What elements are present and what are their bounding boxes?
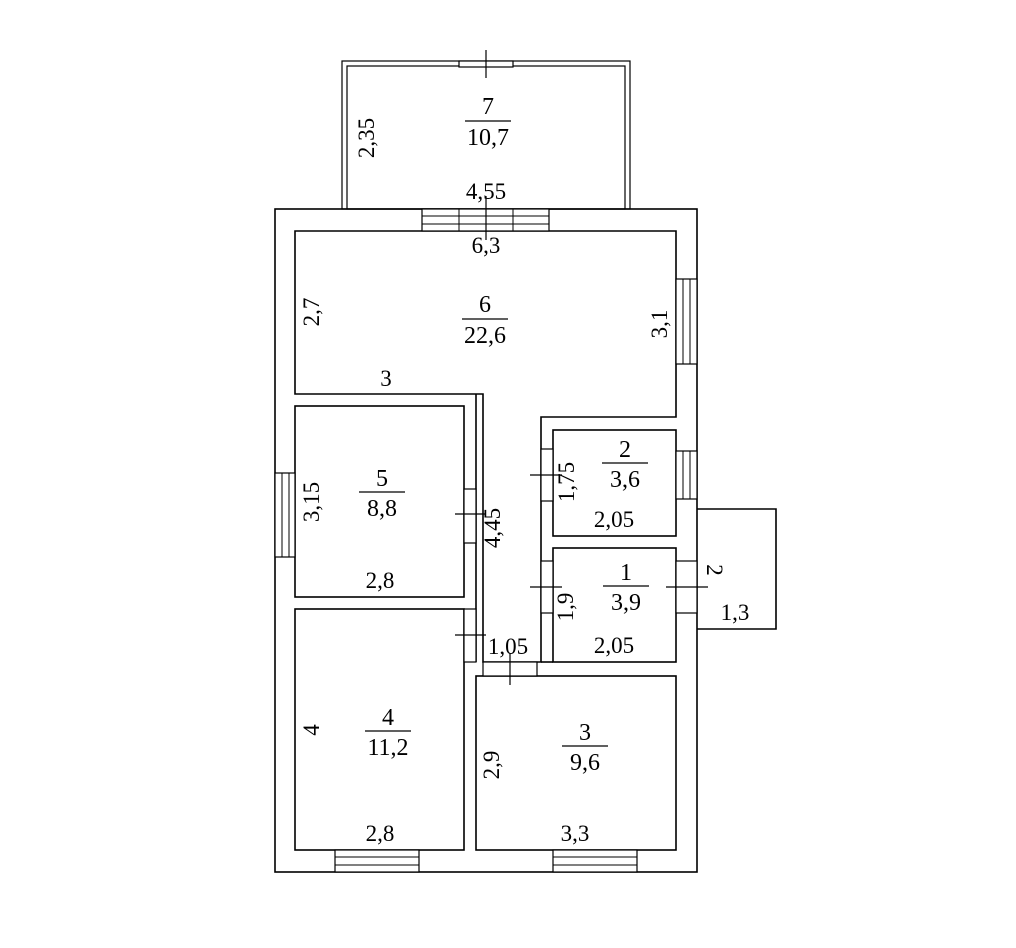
dimension-labels: 2,35 4,55 6,3 2,7 3,1 3 3,15 2,8 4,45 1,… [299, 118, 749, 846]
room-number: 1 [620, 560, 632, 586]
dim-room6-step: 3 [380, 366, 392, 391]
room-1-label: 1 3,9 [603, 560, 649, 616]
dim-doorway-width: 1,05 [488, 634, 528, 659]
window-left-room5 [274, 472, 296, 558]
room-area: 3,9 [611, 590, 641, 616]
dim-terrace-height: 2,35 [354, 118, 379, 158]
door-porch [666, 560, 708, 614]
room-number: 5 [376, 466, 388, 492]
porch [697, 508, 777, 630]
dim-room6-right: 3,1 [647, 310, 672, 339]
door-room2 [530, 448, 562, 502]
room-5-label: 5 8,8 [359, 466, 405, 522]
room-number: 3 [579, 720, 591, 746]
room-area: 10,7 [467, 125, 509, 151]
dim-corridor-length: 4,45 [480, 508, 505, 548]
window-right-room2 [675, 450, 698, 500]
room-area: 9,6 [570, 750, 600, 776]
room-6-label: 6 22,6 [462, 292, 508, 349]
room-2-label: 2 3,6 [602, 437, 648, 493]
dim-room4-height: 4 [299, 724, 324, 736]
room-area: 8,8 [367, 496, 397, 522]
dim-room2-width: 2,05 [594, 507, 634, 532]
room-7-label: 7 10,7 [465, 94, 511, 151]
window-right-room6 [675, 278, 698, 365]
room-number: 2 [619, 437, 631, 463]
dim-room6-left: 2,7 [299, 298, 324, 327]
dim-room3-height: 2,9 [479, 751, 504, 780]
room-number: 4 [382, 705, 394, 731]
dim-room4-width: 2,8 [366, 821, 395, 846]
dim-terrace-width: 4,55 [466, 179, 506, 204]
room-area: 3,6 [610, 467, 640, 493]
window-bottom-room4 [334, 849, 420, 873]
dim-room5-width: 2,8 [366, 568, 395, 593]
window-top [421, 196, 550, 240]
dim-room5-height: 3,15 [299, 482, 324, 522]
room-area: 11,2 [367, 735, 408, 761]
door-room5 [455, 488, 486, 544]
room-3-label: 3 9,6 [562, 720, 608, 776]
room-number: 7 [482, 94, 494, 120]
room-area: 22,6 [464, 323, 506, 349]
door-room4 [455, 608, 486, 663]
dim-room2-height: 1,75 [554, 462, 579, 502]
doors [455, 448, 708, 685]
room-labels: 7 10,7 6 22,6 5 8,8 4 11,2 3 9,6 2 3,6 [359, 94, 649, 776]
window-bottom-room3 [552, 849, 638, 873]
room-number: 6 [479, 292, 491, 318]
door-room1 [530, 560, 562, 614]
door-room3 [482, 653, 538, 685]
dim-room1-height: 1,9 [553, 593, 578, 622]
dim-porch-depth: 2 [702, 564, 727, 576]
porch-outline [697, 508, 777, 630]
dim-room1-width: 2,05 [594, 633, 634, 658]
dim-room3-width: 3,3 [561, 821, 590, 846]
dim-porch-width: 1,3 [721, 600, 750, 625]
dim-room6-width: 6,3 [472, 233, 501, 258]
windows [274, 196, 698, 873]
room-4-label: 4 11,2 [365, 705, 411, 761]
